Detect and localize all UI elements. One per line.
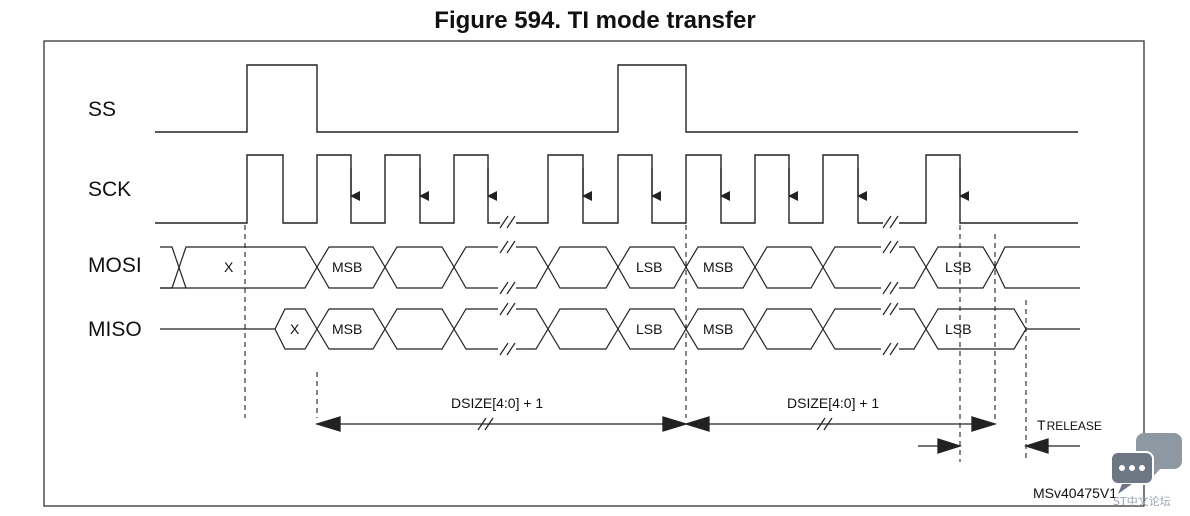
signal-label-mosi: MOSI (88, 254, 142, 277)
sck-waveform-part2 (516, 154, 883, 224)
trelease-label-t: T (1037, 417, 1046, 433)
miso-bus (160, 308, 1080, 350)
figure-id: MSv40475V1 (1033, 485, 1117, 501)
signal-label-miso: MISO (88, 318, 142, 341)
dsize-break-marks (477, 417, 833, 431)
dsize-label-frame2: DSIZE[4:0] + 1 (787, 395, 879, 411)
mosi-cell-lsb-1: LSB (636, 259, 662, 275)
ss-waveform (155, 64, 1078, 133)
figure-title: Figure 594. TI mode transfer (434, 7, 756, 34)
trelease-label: TRELEASE (1037, 417, 1102, 433)
dsize-dimension-arrows (314, 416, 998, 432)
sck-waveform-part3 (899, 154, 1078, 224)
signal-label-ss: SS (88, 98, 116, 121)
watermark-text: ST中文论坛 (1113, 494, 1171, 508)
signal-label-sck: SCK (88, 178, 131, 201)
mosi-cell-x: X (224, 259, 234, 275)
mosi-cell-lsb-2: LSB (945, 259, 971, 275)
timing-guide-lines (244, 225, 1027, 462)
dsize-label-frame1: DSIZE[4:0] + 1 (451, 395, 543, 411)
figure-frame (43, 40, 1145, 507)
sck-sample-arrows (350, 168, 969, 201)
mosi-cell-msb-2: MSB (703, 259, 733, 275)
sck-break-marks (499, 215, 899, 229)
mosi-bus (160, 246, 1080, 289)
mosi-cell-msb-1: MSB (332, 259, 362, 275)
miso-cell-msb-1: MSB (332, 321, 362, 337)
miso-cell-msb-2: MSB (703, 321, 733, 337)
trelease-label-sub: RELEASE (1047, 419, 1102, 433)
miso-cell-lsb-2: LSB (945, 321, 971, 337)
miso-break-marks (499, 302, 899, 356)
sck-waveform-part1 (155, 154, 500, 224)
miso-cell-lsb-1: LSB (636, 321, 662, 337)
mosi-break-marks (499, 240, 899, 295)
trelease-dimension-arrows (918, 438, 1080, 454)
chat-bubble-icon (1110, 433, 1182, 494)
miso-cell-x: X (290, 321, 300, 337)
